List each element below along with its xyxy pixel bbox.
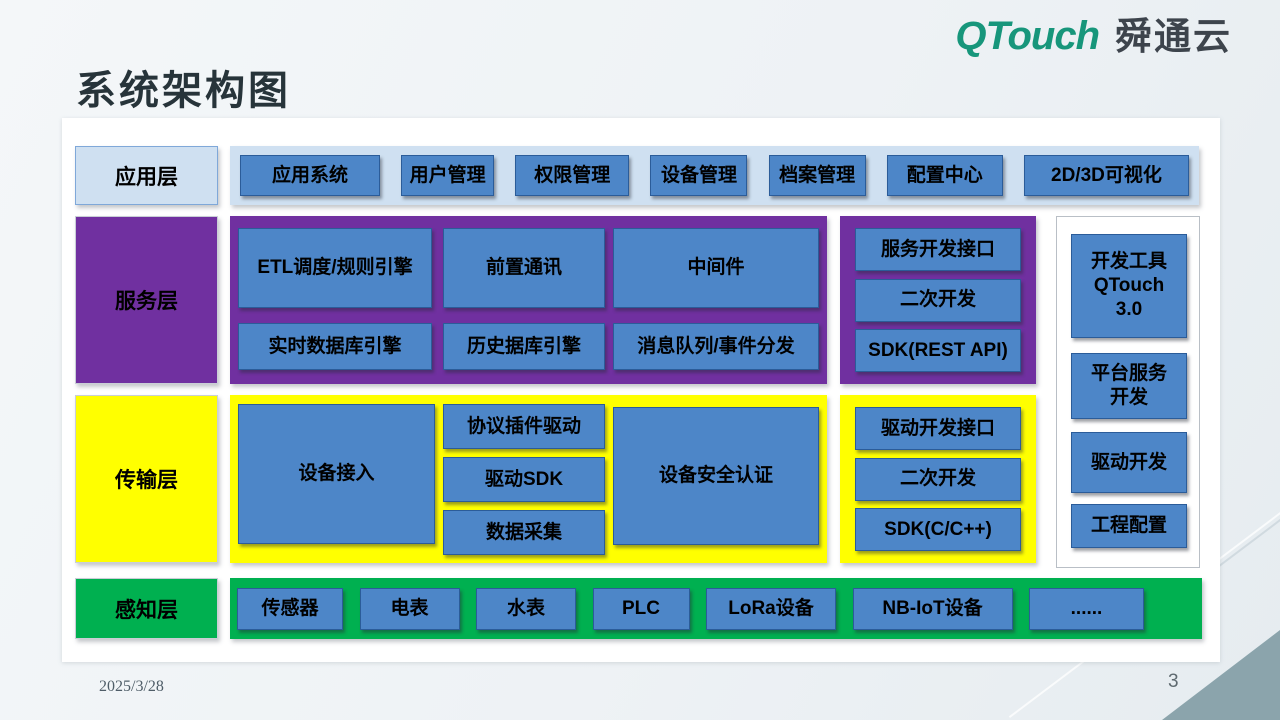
diagram-box: 配置中心 (886, 155, 1003, 196)
diagram-box: LoRa设备 (706, 587, 836, 630)
layer-label-application: 应用层 (75, 146, 218, 205)
footer-date: 2025/3/28 (99, 678, 164, 695)
page-title: 系统架构图 (76, 68, 291, 113)
service-layer-container: ETL调度/规则引擎 前置通讯 中间件 实时数据库引擎 历史据库引擎 消息队列/… (230, 216, 827, 384)
diagram-box: 平台服务 开发 (1071, 353, 1187, 419)
application-layer-container: 应用系统 用户管理 权限管理 设备管理 档案管理 配置中心 2D/3D可视化 (230, 146, 1199, 205)
diagram-box: 传感器 (237, 587, 343, 630)
diagram-box: 水表 (476, 587, 576, 630)
diagram-box: 二次开发 (855, 457, 1021, 501)
diagram-box: 电表 (359, 587, 460, 630)
diagram-box: 数据采集 (443, 510, 605, 555)
service-dev-container: 服务开发接口 二次开发 SDK(REST API) (840, 216, 1036, 384)
diagram-box: SDK(C/C++) (855, 508, 1021, 551)
diagram-box: 设备接入 (238, 404, 435, 544)
diagram-box: 驱动开发接口 (855, 407, 1021, 450)
diagram-box: 开发工具 QTouch 3.0 (1071, 234, 1187, 338)
diagram-box: NB-IoT设备 (852, 587, 1013, 630)
diagram-panel: 应用层 应用系统 用户管理 权限管理 设备管理 档案管理 配置中心 2D/3D可… (62, 118, 1220, 662)
diagram-box: SDK(REST API) (855, 329, 1021, 372)
diagram-box: 驱动开发 (1071, 432, 1187, 493)
diagram-box: 驱动SDK (443, 457, 605, 502)
diagram-box: PLC (592, 587, 690, 630)
diagram-box: 设备安全认证 (613, 407, 819, 545)
diagram-box: ETL调度/规则引擎 (238, 228, 432, 308)
diagram-box: 二次开发 (855, 278, 1021, 322)
layer-label-perception: 感知层 (75, 578, 218, 639)
diagram-box: 协议插件驱动 (443, 404, 605, 449)
diagram-box: 历史据库引擎 (443, 323, 605, 370)
diagram-box: ...... (1029, 587, 1144, 630)
perception-layer-container: 传感器 电表 水表 PLC LoRa设备 NB-IoT设备 ...... (230, 578, 1202, 639)
diagram-box: 工程配置 (1071, 504, 1187, 548)
logo-qtouch: QTouch (955, 14, 1100, 58)
diagram-box: 前置通讯 (443, 228, 605, 308)
diagram-box: 中间件 (613, 228, 819, 308)
driver-dev-container: 驱动开发接口 二次开发 SDK(C/C++) (840, 395, 1036, 563)
diagram-box: 权限管理 (515, 155, 630, 196)
transport-layer-container: 设备接入 协议插件驱动 驱动SDK 数据采集 设备安全认证 (230, 395, 827, 563)
diagram-box: 应用系统 (240, 155, 380, 196)
dev-tools-container: 开发工具 QTouch 3.0 平台服务 开发 驱动开发 工程配置 (1056, 216, 1200, 568)
diagram-box: 2D/3D可视化 (1023, 155, 1189, 196)
layer-label-transport: 传输层 (75, 395, 218, 563)
diagram-box: 实时数据库引擎 (238, 323, 432, 370)
diagram-box: 消息队列/事件分发 (613, 323, 819, 370)
page-number: 3 (1168, 671, 1179, 692)
layer-label-service: 服务层 (75, 216, 218, 384)
diagram-box: 设备管理 (650, 155, 748, 196)
logo-shuntongyun: 舜通云 (1115, 16, 1232, 57)
logo: QTouch 舜通云 (955, 6, 1232, 60)
diagram-box: 用户管理 (401, 155, 495, 196)
diagram-box: 档案管理 (768, 155, 866, 196)
diagram-box: 服务开发接口 (855, 228, 1021, 271)
